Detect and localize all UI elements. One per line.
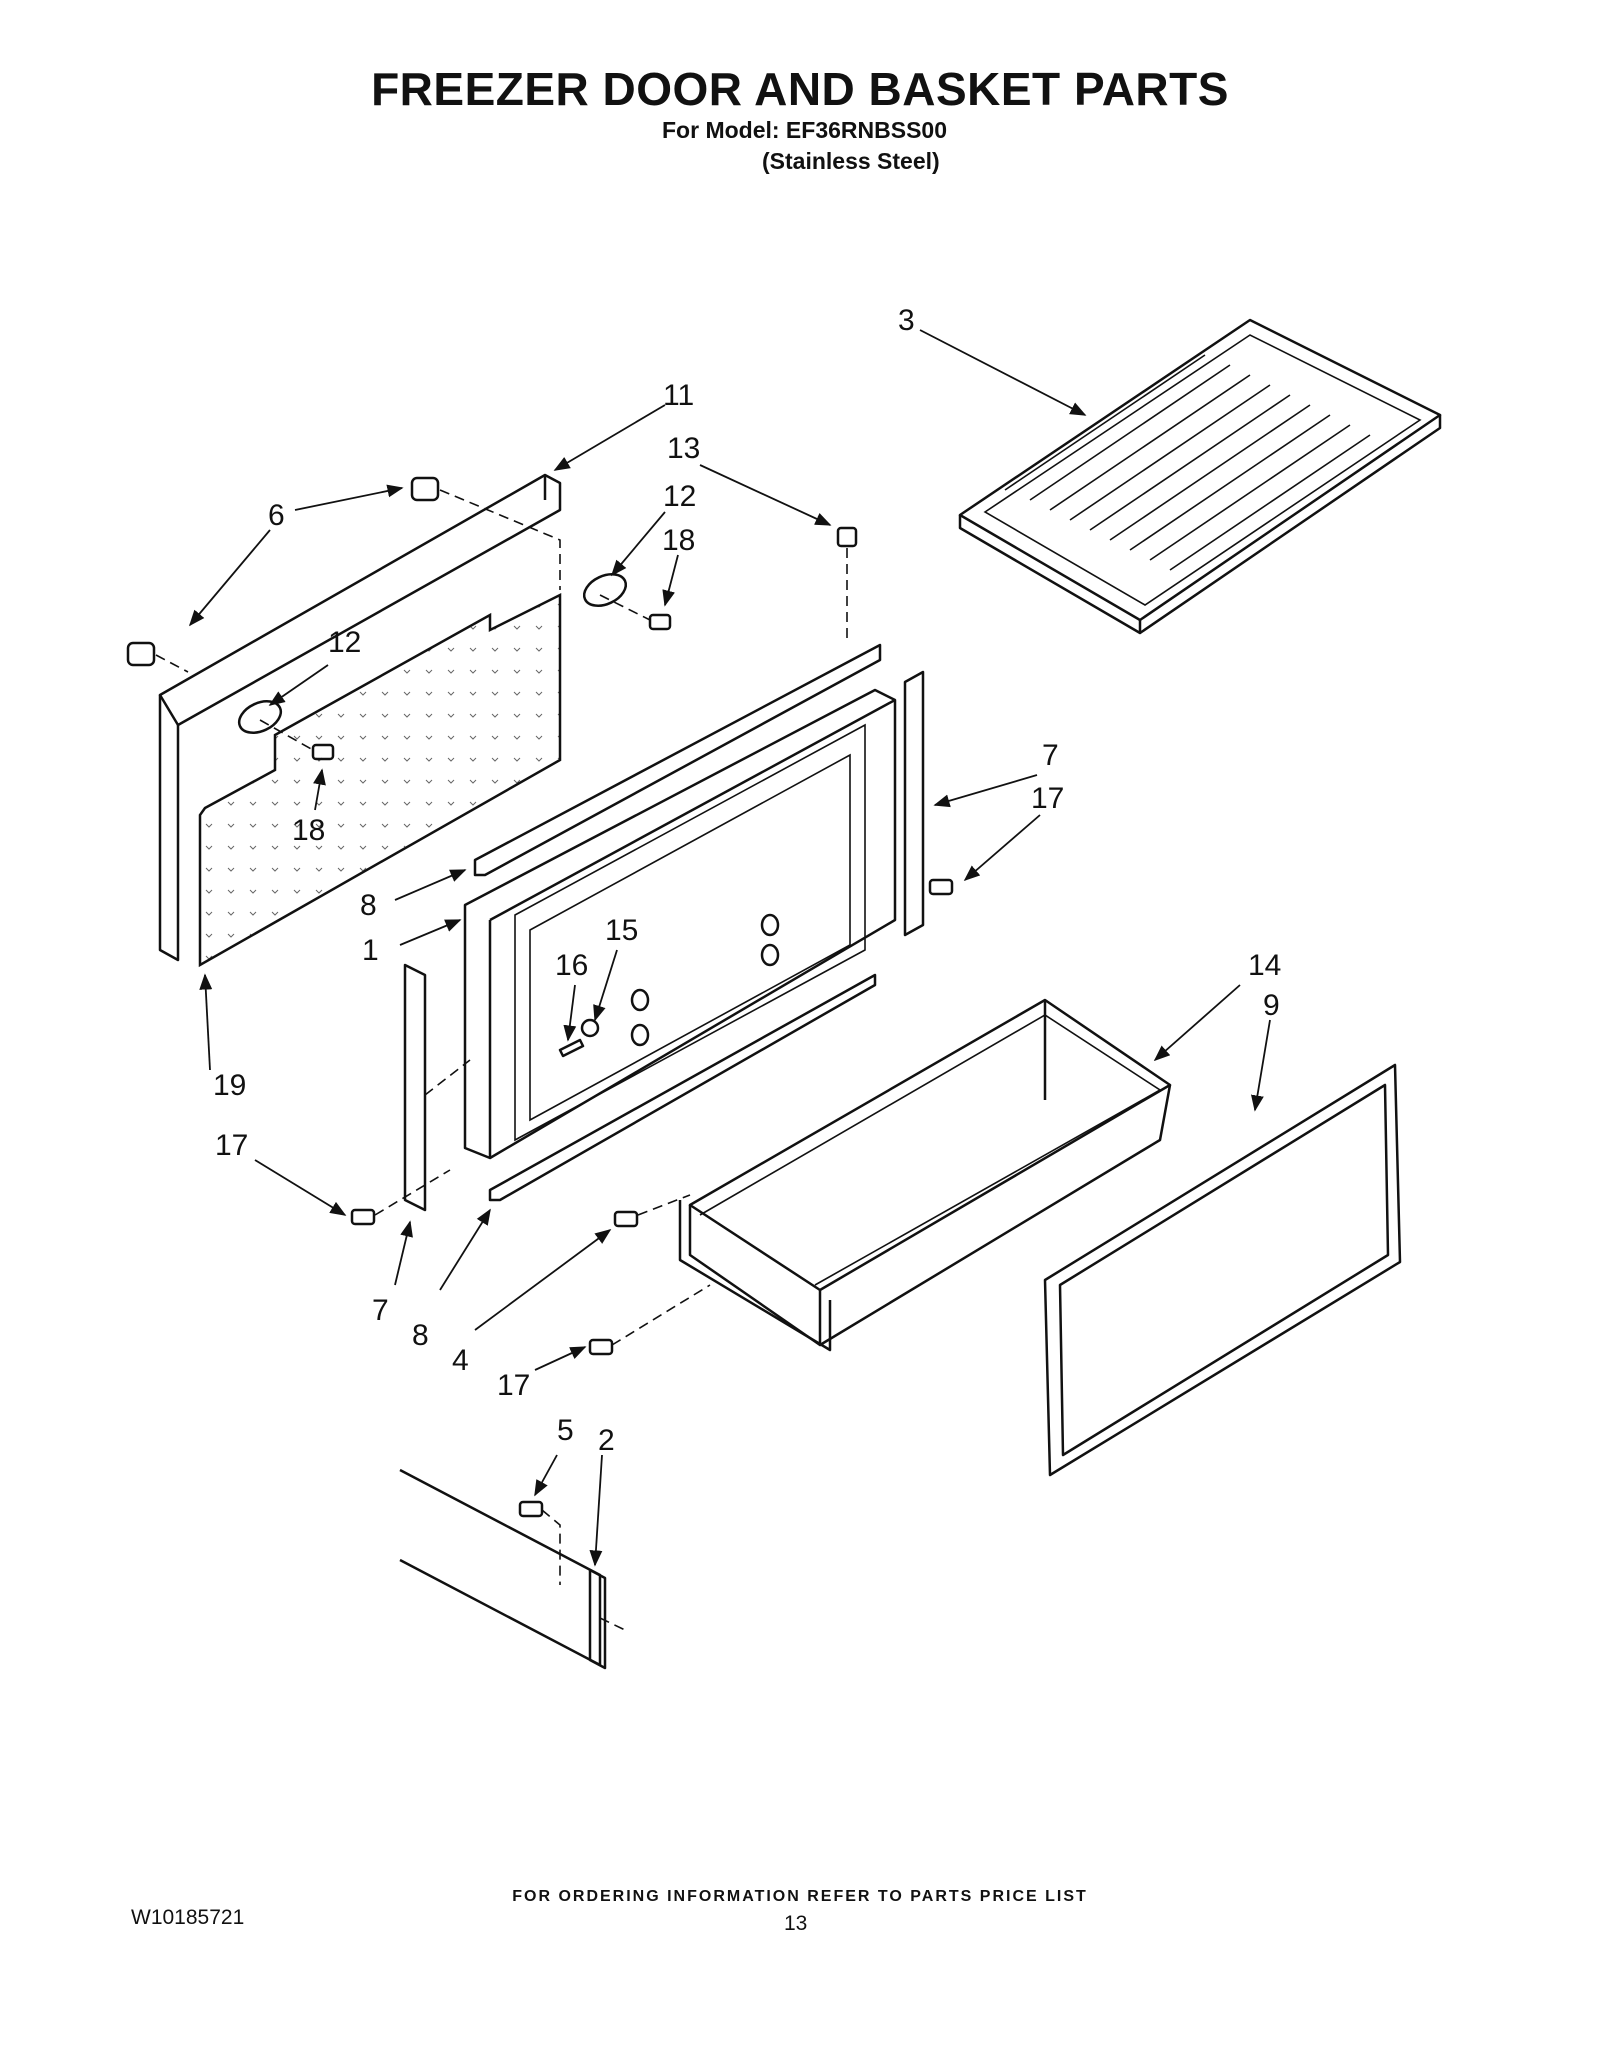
hinge-plate-upper xyxy=(582,573,628,607)
stud-16 xyxy=(558,1038,585,1058)
page-title: FREEZER DOOR AND BASKET PARTS xyxy=(371,63,1229,115)
door-gasket xyxy=(1043,1063,1402,1477)
ordering-note: FOR ORDERING INFORMATION REFER TO PARTS … xyxy=(512,1888,1088,1905)
callout-12-lower: 12 xyxy=(328,626,361,659)
hinge-bushing-lower xyxy=(126,641,189,673)
callout-4: 4 xyxy=(452,1344,469,1377)
door-inner-liner xyxy=(463,688,897,1160)
callout-3: 3 xyxy=(898,304,915,337)
screw-18-lower xyxy=(259,719,335,761)
screw-4 xyxy=(613,1194,691,1228)
callout-2: 2 xyxy=(598,1424,615,1457)
freezer-basket xyxy=(678,998,1172,1352)
trim-strip-upper xyxy=(473,643,882,877)
hinge-plate-lower xyxy=(237,700,283,734)
door-insulation-panel xyxy=(198,592,562,968)
callout-9: 9 xyxy=(1263,989,1280,1022)
screw-17-lower xyxy=(588,1284,711,1356)
callout-7-left: 7 xyxy=(372,1294,389,1327)
callout-15: 15 xyxy=(605,914,638,947)
callout-8-upper: 8 xyxy=(360,889,377,922)
screw-18-upper xyxy=(599,594,672,631)
callout-14: 14 xyxy=(1248,949,1281,982)
callout-1: 1 xyxy=(362,934,379,967)
nut-15 xyxy=(580,1018,600,1038)
screw-17-left xyxy=(350,1169,451,1226)
callout-13: 13 xyxy=(667,432,700,465)
callout-17-lower: 17 xyxy=(497,1369,530,1402)
callout-5: 5 xyxy=(557,1414,574,1447)
finish-line: (Stainless Steel) xyxy=(762,148,940,174)
side-strip-left xyxy=(403,963,471,1212)
callout-labels: 3 11 13 6 12 18 12 18 7 17 8 1 15 16 14 … xyxy=(213,304,1281,1457)
door-outer-frame xyxy=(158,473,562,962)
screw-17-right xyxy=(928,878,954,896)
callout-12-upper: 12 xyxy=(663,480,696,513)
callout-17-right: 17 xyxy=(1031,782,1064,815)
page-number: 13 xyxy=(784,1912,808,1935)
freezer-shelf-grille xyxy=(958,318,1442,635)
model-line: For Model: EF36RNBSS00 xyxy=(662,117,947,143)
document-number: W10185721 xyxy=(131,1906,245,1929)
callout-6: 6 xyxy=(268,499,285,532)
hinge-bushing-upper xyxy=(410,476,561,590)
side-strip-right xyxy=(903,670,925,937)
callout-7-right: 7 xyxy=(1042,739,1059,772)
callout-8-lower: 8 xyxy=(412,1319,429,1352)
callout-19: 19 xyxy=(213,1069,246,1102)
callout-18-lower: 18 xyxy=(292,814,325,847)
callout-17-left: 17 xyxy=(215,1129,248,1162)
leader-lines xyxy=(188,329,1271,1567)
screw-13 xyxy=(836,526,858,640)
handle-trim xyxy=(399,1468,626,1670)
callout-11: 11 xyxy=(663,379,694,412)
callout-18-upper: 18 xyxy=(662,524,695,557)
screw-5 xyxy=(518,1500,561,1585)
callout-16: 16 xyxy=(555,949,588,982)
trim-strip-lower xyxy=(488,973,877,1202)
